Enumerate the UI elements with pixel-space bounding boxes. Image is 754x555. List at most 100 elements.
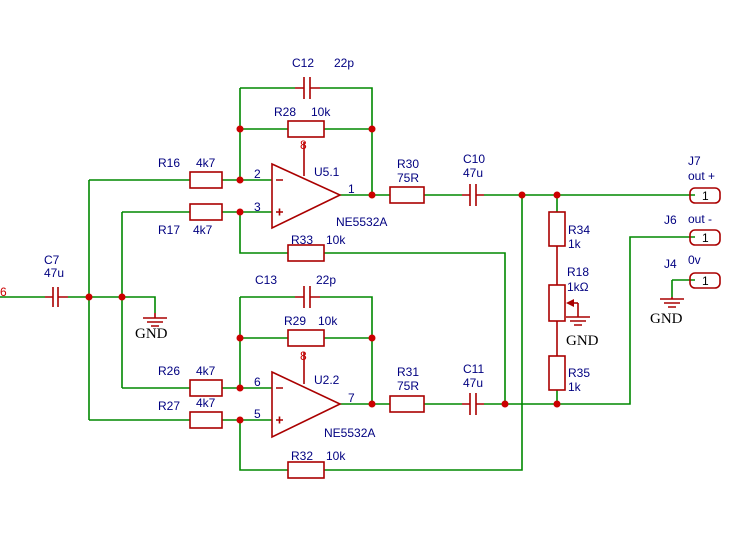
label-j7-val: out + bbox=[688, 169, 715, 183]
wire-u22-out bbox=[340, 236, 695, 405]
label-r31-val: 75R bbox=[397, 379, 419, 393]
labels: 6 C7 47u R16 4k7 R17 4k7 R26 4k7 R27 4k7… bbox=[0, 56, 715, 463]
resistor-r18 bbox=[548, 284, 566, 322]
input-net-fragment: 6 bbox=[0, 285, 7, 299]
label-gnd-r18: GND bbox=[566, 333, 599, 349]
resistor-r27 bbox=[189, 411, 223, 429]
label-r30-val: 75R bbox=[397, 171, 419, 185]
label-j6-val: out - bbox=[688, 212, 712, 226]
label-r33-ref: R33 bbox=[291, 233, 313, 247]
label-u51-ref: U5.1 bbox=[314, 165, 340, 179]
label-r17-ref: R17 bbox=[158, 223, 180, 237]
pin-j6: 1 bbox=[702, 231, 709, 245]
wire-gnd-branches bbox=[122, 211, 190, 389]
label-gnd-j4: GND bbox=[650, 311, 683, 327]
label-u22-ref: U2.2 bbox=[314, 373, 340, 387]
label-r32-val: 10k bbox=[326, 449, 346, 463]
junction bbox=[368, 191, 376, 199]
junction bbox=[85, 293, 93, 301]
connector-j6 bbox=[689, 229, 721, 246]
junction bbox=[236, 176, 244, 184]
label-c10-val: 47u bbox=[463, 166, 483, 180]
ground-symbol-r18 bbox=[566, 303, 590, 326]
wire-r33 bbox=[239, 212, 506, 404]
capacitor-c12 bbox=[295, 77, 320, 99]
components bbox=[45, 77, 721, 479]
resistor-r26 bbox=[189, 379, 223, 397]
ground-symbol-left bbox=[143, 313, 167, 327]
label-c12-ref: C12 bbox=[292, 56, 314, 70]
label-gnd-left: GND bbox=[135, 326, 168, 342]
junction bbox=[368, 334, 376, 342]
wire-u51-inputs bbox=[222, 179, 272, 213]
capacitor-c7 bbox=[45, 287, 68, 307]
label-r27-ref: R27 bbox=[158, 399, 180, 413]
label-r16-ref: R16 bbox=[158, 156, 180, 170]
label-r26-ref: R26 bbox=[158, 364, 180, 378]
junction bbox=[236, 125, 244, 133]
label-c10-ref: C10 bbox=[463, 152, 485, 166]
label-r27-val: 4k7 bbox=[196, 396, 216, 410]
wire-u22-inputs bbox=[222, 387, 272, 421]
junction bbox=[518, 191, 526, 199]
resistor-r31 bbox=[389, 395, 425, 413]
connector-j4 bbox=[689, 272, 721, 289]
label-j4-ref: J4 bbox=[664, 257, 677, 271]
junctions bbox=[85, 125, 561, 424]
wire-gnd-left bbox=[122, 296, 156, 313]
label-r28-val: 10k bbox=[311, 105, 331, 119]
junction bbox=[553, 191, 561, 199]
resistor-r33 bbox=[287, 244, 325, 262]
label-c11-val: 47u bbox=[463, 376, 483, 390]
label-u51-val: NE5532A bbox=[336, 215, 387, 229]
junction bbox=[118, 293, 126, 301]
pin-u22-inv: 6 bbox=[254, 375, 261, 389]
label-u22-val: NE5532A bbox=[324, 426, 375, 440]
pin-u51-out: 1 bbox=[348, 182, 355, 196]
label-r33-val: 10k bbox=[326, 233, 346, 247]
pin-u22-pwr: 8 bbox=[300, 349, 307, 363]
opamp-u22 bbox=[271, 352, 342, 439]
pin-u51-inv: 2 bbox=[254, 167, 261, 181]
label-c13-val: 22p bbox=[316, 273, 336, 287]
resistor-r32 bbox=[287, 461, 325, 479]
resistor-r35 bbox=[548, 355, 566, 391]
label-j7-ref: J7 bbox=[688, 154, 701, 168]
resistor-r16 bbox=[189, 171, 223, 189]
connector-j7 bbox=[689, 187, 721, 204]
capacitor-c11 bbox=[462, 393, 484, 415]
junction bbox=[501, 400, 509, 408]
junction bbox=[236, 334, 244, 342]
label-c13-ref: C13 bbox=[255, 273, 277, 287]
wires bbox=[0, 87, 695, 471]
label-r18-ref: R18 bbox=[567, 265, 589, 279]
ground-symbol-j4 bbox=[660, 297, 684, 308]
label-c11-ref: C11 bbox=[463, 362, 484, 376]
label-j4-val: 0v bbox=[688, 253, 701, 267]
wire-c12 bbox=[240, 87, 373, 195]
potentiometer-wiper bbox=[566, 299, 578, 307]
label-r35-ref: R35 bbox=[568, 366, 590, 380]
capacitor-c13 bbox=[295, 286, 320, 308]
resistor-r28 bbox=[287, 120, 325, 138]
pin-u22-noninv: 5 bbox=[254, 407, 261, 421]
opamp-u51 bbox=[271, 142, 342, 230]
ground-symbols bbox=[143, 297, 684, 327]
resistor-r34 bbox=[548, 211, 566, 247]
label-r29-ref: R29 bbox=[284, 314, 306, 328]
pin-u22-out: 7 bbox=[348, 391, 355, 405]
wire-input-branches bbox=[89, 179, 190, 421]
junction bbox=[236, 384, 244, 392]
pin-j7: 1 bbox=[702, 189, 709, 203]
junction bbox=[368, 400, 376, 408]
label-r17-val: 4k7 bbox=[193, 223, 213, 237]
label-r26-val: 4k7 bbox=[196, 364, 216, 378]
label-r29-val: 10k bbox=[318, 314, 338, 328]
wire-r32 bbox=[239, 195, 523, 471]
label-r31-ref: R31 bbox=[397, 365, 419, 379]
resistor-r29 bbox=[287, 329, 325, 347]
junction bbox=[236, 416, 244, 424]
junction bbox=[236, 208, 244, 216]
